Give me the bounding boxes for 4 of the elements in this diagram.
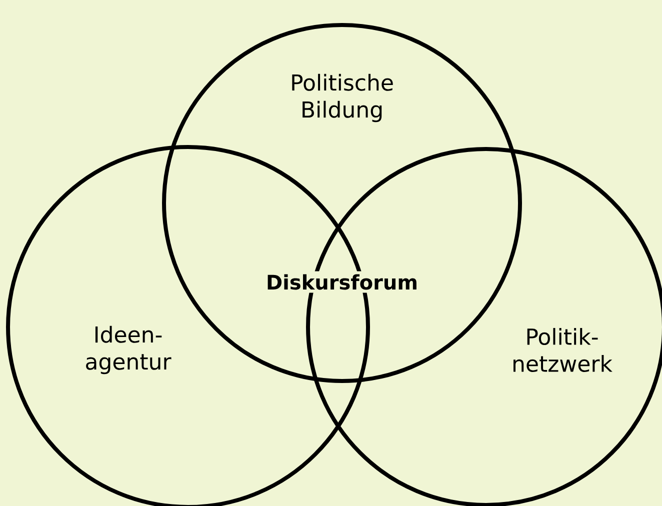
circle-label: Politik- netzwerk: [514, 328, 612, 372]
center-label: Diskursforum: [262, 271, 422, 293]
circle-label: Politische Bildung: [292, 74, 393, 122]
circle-label: Ideen- agentur: [86, 326, 172, 374]
